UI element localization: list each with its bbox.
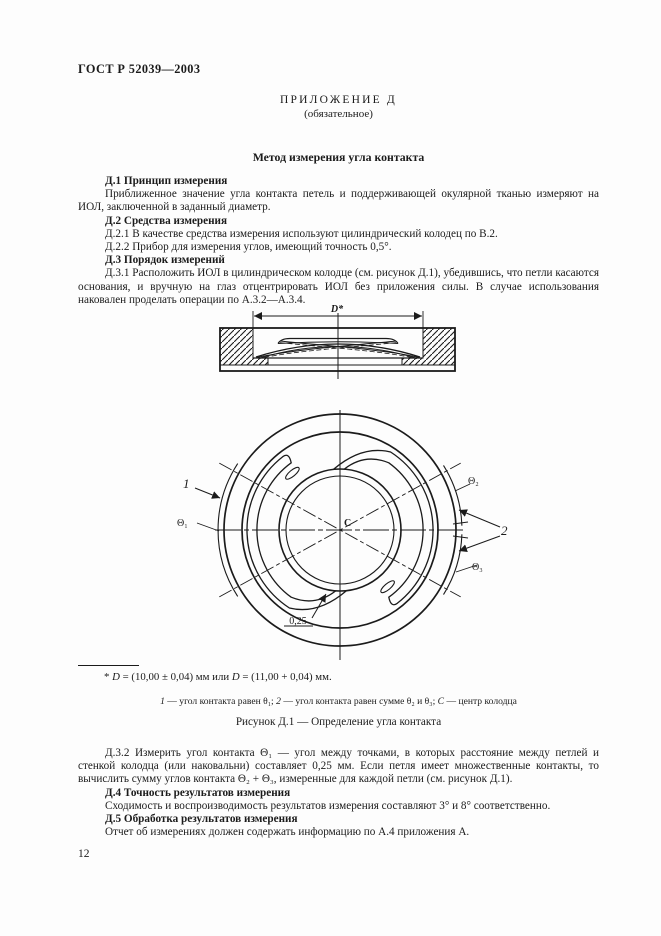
iol-haptic-right-edge xyxy=(279,342,418,359)
well-circles xyxy=(223,413,457,647)
section-heading-d5: Д.5 Обработка результатов измерения xyxy=(105,813,298,826)
well-wall-right-hatch xyxy=(401,327,456,366)
paragraph-d3-1: Д.3.1 Расположить ИОЛ в цилиндрическом к… xyxy=(78,267,599,306)
section-heading-d3: Д.3 Порядок измерений xyxy=(105,254,225,267)
footnote-value-1: = (10,00 ± 0,04) мм или xyxy=(119,671,232,683)
diagonal-axis-2 xyxy=(219,462,461,598)
theta1-leader xyxy=(196,522,220,532)
theta3-label: Θ₃ xyxy=(472,562,483,573)
page-number: 12 xyxy=(78,848,90,860)
figure-caption: Рисунок Д.1 — Определение угла контакта xyxy=(235,716,442,728)
paragraph-d2-1: Д.2.1 В качестве средства измерения испо… xyxy=(105,227,498,240)
appendix-subtitle: (обязательное) xyxy=(304,108,373,120)
diagram-labels: 1 Θ₁ Θ₂ Θ₃ 2 C 0,25 xyxy=(177,476,508,627)
method-heading: Метод измерения угла контакта xyxy=(252,150,425,164)
iol-optic-inner-circle xyxy=(285,475,395,585)
theta3-leader xyxy=(455,564,478,573)
well-outer-rim-circle xyxy=(223,413,457,647)
iol-optic-outer-circle xyxy=(278,468,402,592)
theta1-arc xyxy=(217,463,239,597)
iol-haptic-left xyxy=(256,340,397,358)
paragraph-d5: Отчет об измерениях должен содержать инф… xyxy=(105,826,470,839)
well-wall-left-hatch xyxy=(219,327,269,366)
haptic-tip-eye xyxy=(380,580,395,594)
dimension-label: D* xyxy=(330,304,344,315)
callout-2-leader-lower xyxy=(458,535,501,553)
section-heading-d4: Д.4 Точность результатов измерения xyxy=(105,786,291,799)
haptic-band xyxy=(333,449,434,606)
legend-item-1-key: 1 xyxy=(160,696,165,707)
figure-legend: 1 — угол контакта равен θ₁; 2 — угол кон… xyxy=(62,696,615,707)
arc-tick-lower xyxy=(452,535,469,539)
leaders xyxy=(194,483,501,627)
center-lines xyxy=(215,410,465,660)
standard-reference: ГОСТ Р 52039—2003 xyxy=(78,62,201,76)
contact-angle-diagram: 1 Θ₁ Θ₂ Θ₃ 2 C 0,25 xyxy=(177,410,508,660)
arc-tick-upper xyxy=(452,521,469,525)
legend-item-3-text: — центр колодца xyxy=(444,696,517,707)
legend-item-1-text: — угол контакта равен θ₁; xyxy=(164,696,277,707)
paragraph-d3-2: Д.3.2 Измерить угол контакта Θ₁ — угол м… xyxy=(78,747,599,786)
section-heading-d1: Д.1 Принцип измерения xyxy=(105,175,228,187)
footnote-rule xyxy=(78,665,139,666)
well-cross-section-figure: D* xyxy=(219,304,456,379)
footnote-d-symbol-2: D xyxy=(231,671,240,683)
gap-dimension-label: 0,25 xyxy=(289,616,307,627)
body-text-upper: Д.1 Принцип измерения Приближенное значе… xyxy=(78,175,599,307)
callout-2-leader-upper xyxy=(458,509,501,528)
legend-item-3-key: C xyxy=(437,696,445,707)
appendix-title: ПРИЛОЖЕНИЕ Д xyxy=(280,94,397,106)
callout-2-label: 2 xyxy=(501,523,508,538)
footnote-d-symbol: D xyxy=(112,671,120,683)
iol-haptic-loop xyxy=(333,449,434,606)
theta2-arc xyxy=(443,465,463,526)
legend-item-2-key: 2 xyxy=(276,696,281,707)
paragraph-d2-2: Д.2.2 Прибор для измерения углов, имеющи… xyxy=(105,241,392,254)
angle-arcs xyxy=(217,463,469,597)
paragraph-d4: Сходимость и воспроизводимость результат… xyxy=(105,799,551,812)
footnote-star: * xyxy=(104,671,113,683)
theta1-label: Θ₁ xyxy=(177,518,188,529)
section-heading-d2: Д.2 Средства измерения xyxy=(105,214,228,227)
iol-haptic-left-edge xyxy=(258,342,397,359)
iol-haptic-right xyxy=(279,340,420,358)
callout-1-leader xyxy=(194,487,221,499)
paragraph-d1: Приближенное значение угла контакта пете… xyxy=(78,188,599,214)
theta2-leader xyxy=(454,483,471,492)
footnote: * D = (10,00 ± 0,04) мм или D = (11,00 +… xyxy=(78,671,599,683)
well-center-label: C xyxy=(344,518,351,529)
gap-dimension-leader xyxy=(311,593,327,619)
footnote-value-2: = (11,00 + 0,04) мм. xyxy=(239,671,332,683)
iol-haptic-loop-mirrored xyxy=(246,454,348,611)
theta2-label: Θ₂ xyxy=(468,476,479,487)
theta3-arc xyxy=(443,534,463,595)
well-bore-circle xyxy=(241,431,439,629)
body-text-lower: Д.3.2 Измерить угол контакта Θ₁ — угол м… xyxy=(78,747,599,839)
callout-1-label: 1 xyxy=(183,476,190,491)
legend-item-2-text: — угол контакта равен сумме θ₂ и θ₃; xyxy=(280,696,438,707)
